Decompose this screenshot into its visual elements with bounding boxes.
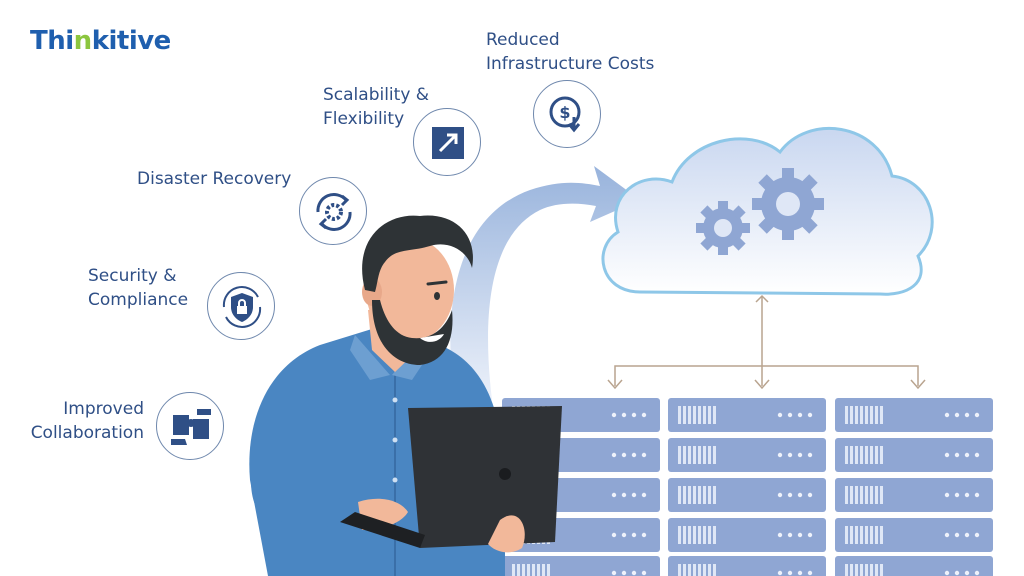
recovery-gear-icon: [299, 177, 367, 245]
server-unit: [835, 478, 993, 512]
benefit-label-scalability: Scalability & Flexibility: [323, 85, 430, 129]
server-racks: [502, 398, 993, 576]
server-unit: [835, 398, 993, 432]
server-unit: [668, 556, 826, 576]
server-unit: [668, 518, 826, 552]
brand-logo: Thinkitive: [30, 26, 171, 56]
svg-text:$: $: [559, 103, 570, 122]
benefit-label-security: Security & Compliance: [88, 266, 189, 310]
benefit-label-collaboration: Improved Collaboration: [30, 399, 144, 443]
server-unit: [668, 398, 826, 432]
benefit-label-costs: Reduced Infrastructure Costs: [486, 30, 655, 74]
puzzle-hands-icon: [156, 392, 224, 460]
server-unit: [835, 438, 993, 472]
shield-lock-icon: [207, 272, 275, 340]
server-unit: [502, 556, 660, 576]
dollar-down-icon: $: [533, 80, 601, 148]
server-unit: [668, 478, 826, 512]
benefit-label-disaster-recovery: Disaster Recovery: [137, 169, 292, 189]
connector-lines: [607, 294, 926, 390]
expand-arrow-icon: [413, 108, 481, 176]
migration-arrow: [450, 166, 640, 400]
person-illustration: [249, 215, 562, 576]
server-unit: [835, 556, 993, 576]
server-unit: [835, 518, 993, 552]
server-unit: [668, 438, 826, 472]
